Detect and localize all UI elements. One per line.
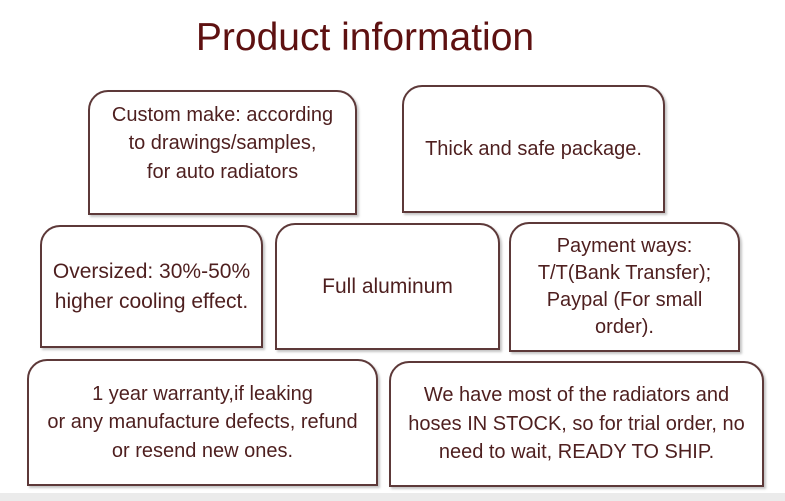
info-box-full-aluminum-text: Full aluminum <box>322 274 453 298</box>
info-box-custom-make-text: Custom make: according to drawings/sampl… <box>111 104 334 183</box>
info-box-oversized: Oversized: 30%-50% higher cooling effect… <box>40 225 263 348</box>
info-box-in-stock-text: We have most of the radiators and hoses … <box>408 384 745 464</box>
info-box-full-aluminum: Full aluminum <box>275 223 500 350</box>
info-box-in-stock: We have most of the radiators and hoses … <box>389 361 764 487</box>
info-box-custom-make: Custom make: according to drawings/sampl… <box>88 90 357 215</box>
page-title: Product information <box>195 16 535 59</box>
info-box-oversized-text: Oversized: 30%-50% higher cooling effect… <box>52 259 251 313</box>
info-box-payment-ways: Payment ways: T/T(Bank Transfer); Paypal… <box>509 222 740 352</box>
info-box-payment-ways-text: Payment ways: T/T(Bank Transfer); Paypal… <box>537 234 712 339</box>
info-box-package-text: Thick and safe package. <box>425 137 642 160</box>
info-box-warranty: 1 year warranty,if leaking or any manufa… <box>27 359 378 486</box>
bottom-edge-strip <box>0 493 785 501</box>
info-box-warranty-text: 1 year warranty,if leaking or any manufa… <box>47 382 358 462</box>
info-box-package: Thick and safe package. <box>402 85 665 213</box>
